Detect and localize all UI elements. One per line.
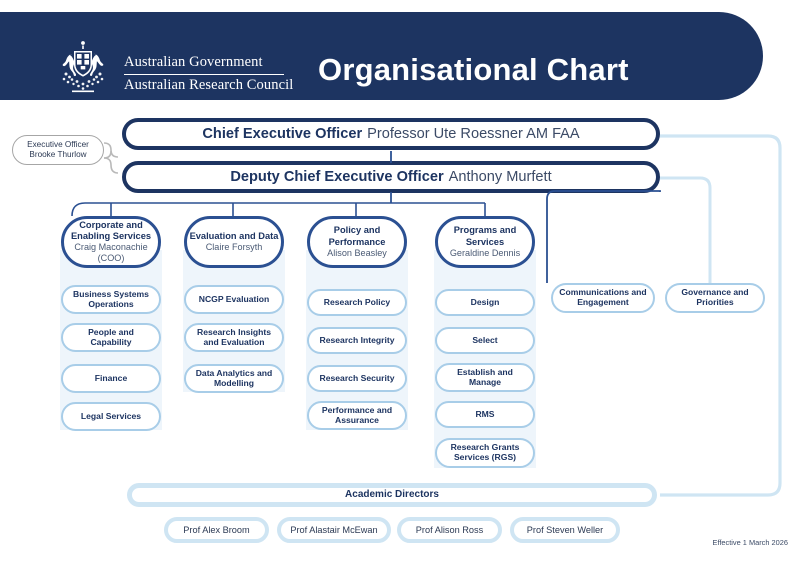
page-title: Organisational Chart	[318, 52, 629, 87]
division-title-policy: Policy and Performance	[328, 225, 386, 247]
unit-research-insights-and-evaluation[interactable]: Research Insights and Evaluation	[184, 323, 284, 352]
government-wordmark: Australian Government Australian Researc…	[124, 54, 293, 94]
unit-design[interactable]: Design	[435, 289, 535, 316]
division-title-corporate: Corporate and Enabling Services	[70, 219, 152, 242]
header-band: Australian Government Australian Researc…	[0, 12, 763, 100]
division-lead-evaluation: Claire Forsyth	[205, 242, 263, 253]
unit-communications-and-engagement[interactable]: Communications and Engagement	[551, 283, 655, 313]
unit-establish-and-manage[interactable]: Establish and Manage	[435, 363, 535, 392]
division-title-programs: Programs and Services	[453, 225, 517, 247]
academic-director-1[interactable]: Prof Alex Broom	[164, 517, 269, 543]
ceo-box[interactable]: Chief Executive Officer Professor Ute Ro…	[122, 118, 660, 150]
unit-people-and-capability[interactable]: People and Capability	[61, 323, 161, 352]
unit-business-systems-operations[interactable]: Business Systems Operations	[61, 285, 161, 314]
ceo-role: Chief Executive Officer	[202, 125, 363, 142]
wordmark-divider	[124, 73, 284, 75]
deputy-ceo-name: Anthony Murfett	[448, 168, 552, 185]
executive-officer-box[interactable]: Executive Officer Brooke Thurlow	[12, 135, 104, 165]
executive-officer-role: Executive Officer	[27, 139, 89, 149]
unit-data-analytics-and-modelling[interactable]: Data Analytics and Modelling	[184, 364, 284, 393]
unit-research-policy[interactable]: Research Policy	[307, 289, 407, 316]
executive-officer-name: Brooke Thurlow	[29, 150, 87, 159]
unit-rms[interactable]: RMS	[435, 401, 535, 428]
ceo-name: Professor Ute Roessner AM FAA	[367, 125, 580, 142]
gov-line-arc: Australian Research Council	[124, 77, 294, 94]
academic-director-2[interactable]: Prof Alastair McEwan	[277, 517, 391, 543]
division-head-corporate[interactable]: Corporate and Enabling Services Craig Ma…	[61, 216, 161, 268]
unit-governance-and-priorities[interactable]: Governance and Priorities	[665, 283, 765, 313]
unit-select[interactable]: Select	[435, 327, 535, 354]
academic-director-4[interactable]: Prof Steven Weller	[510, 517, 620, 543]
column-panel-programs	[434, 250, 536, 468]
academic-director-3[interactable]: Prof Alison Ross	[397, 517, 502, 543]
unit-legal-services[interactable]: Legal Services	[61, 402, 161, 431]
unit-research-integrity[interactable]: Research Integrity	[307, 327, 407, 354]
unit-ncgp-evaluation[interactable]: NCGP Evaluation	[184, 285, 284, 314]
unit-research-grants-services[interactable]: Research Grants Services (RGS)	[435, 438, 535, 468]
australian-coat-of-arms-icon	[52, 38, 114, 98]
division-head-evaluation[interactable]: Evaluation and Data Claire Forsyth	[184, 216, 284, 268]
division-lead-programs: Geraldine Dennis	[449, 247, 521, 258]
unit-research-security[interactable]: Research Security	[307, 365, 407, 392]
gov-line-australian-government: Australian Government	[124, 54, 263, 70]
unit-performance-and-assurance[interactable]: Performance and Assurance	[307, 401, 407, 430]
effective-date-note: Effective 1 March 2026	[712, 538, 788, 547]
division-head-policy[interactable]: Policy and Performance Alison Beasley	[307, 216, 407, 268]
academic-directors-bar[interactable]: Academic Directors	[127, 483, 657, 507]
division-lead-corporate: Craig Maconachie (COO)	[74, 242, 148, 264]
unit-finance[interactable]: Finance	[61, 364, 161, 393]
division-title-evaluation: Evaluation and Data	[189, 230, 279, 241]
division-lead-policy: Alison Beasley	[327, 247, 387, 258]
division-head-programs[interactable]: Programs and Services Geraldine Dennis	[435, 216, 535, 268]
deputy-ceo-role: Deputy Chief Executive Officer	[230, 168, 444, 185]
